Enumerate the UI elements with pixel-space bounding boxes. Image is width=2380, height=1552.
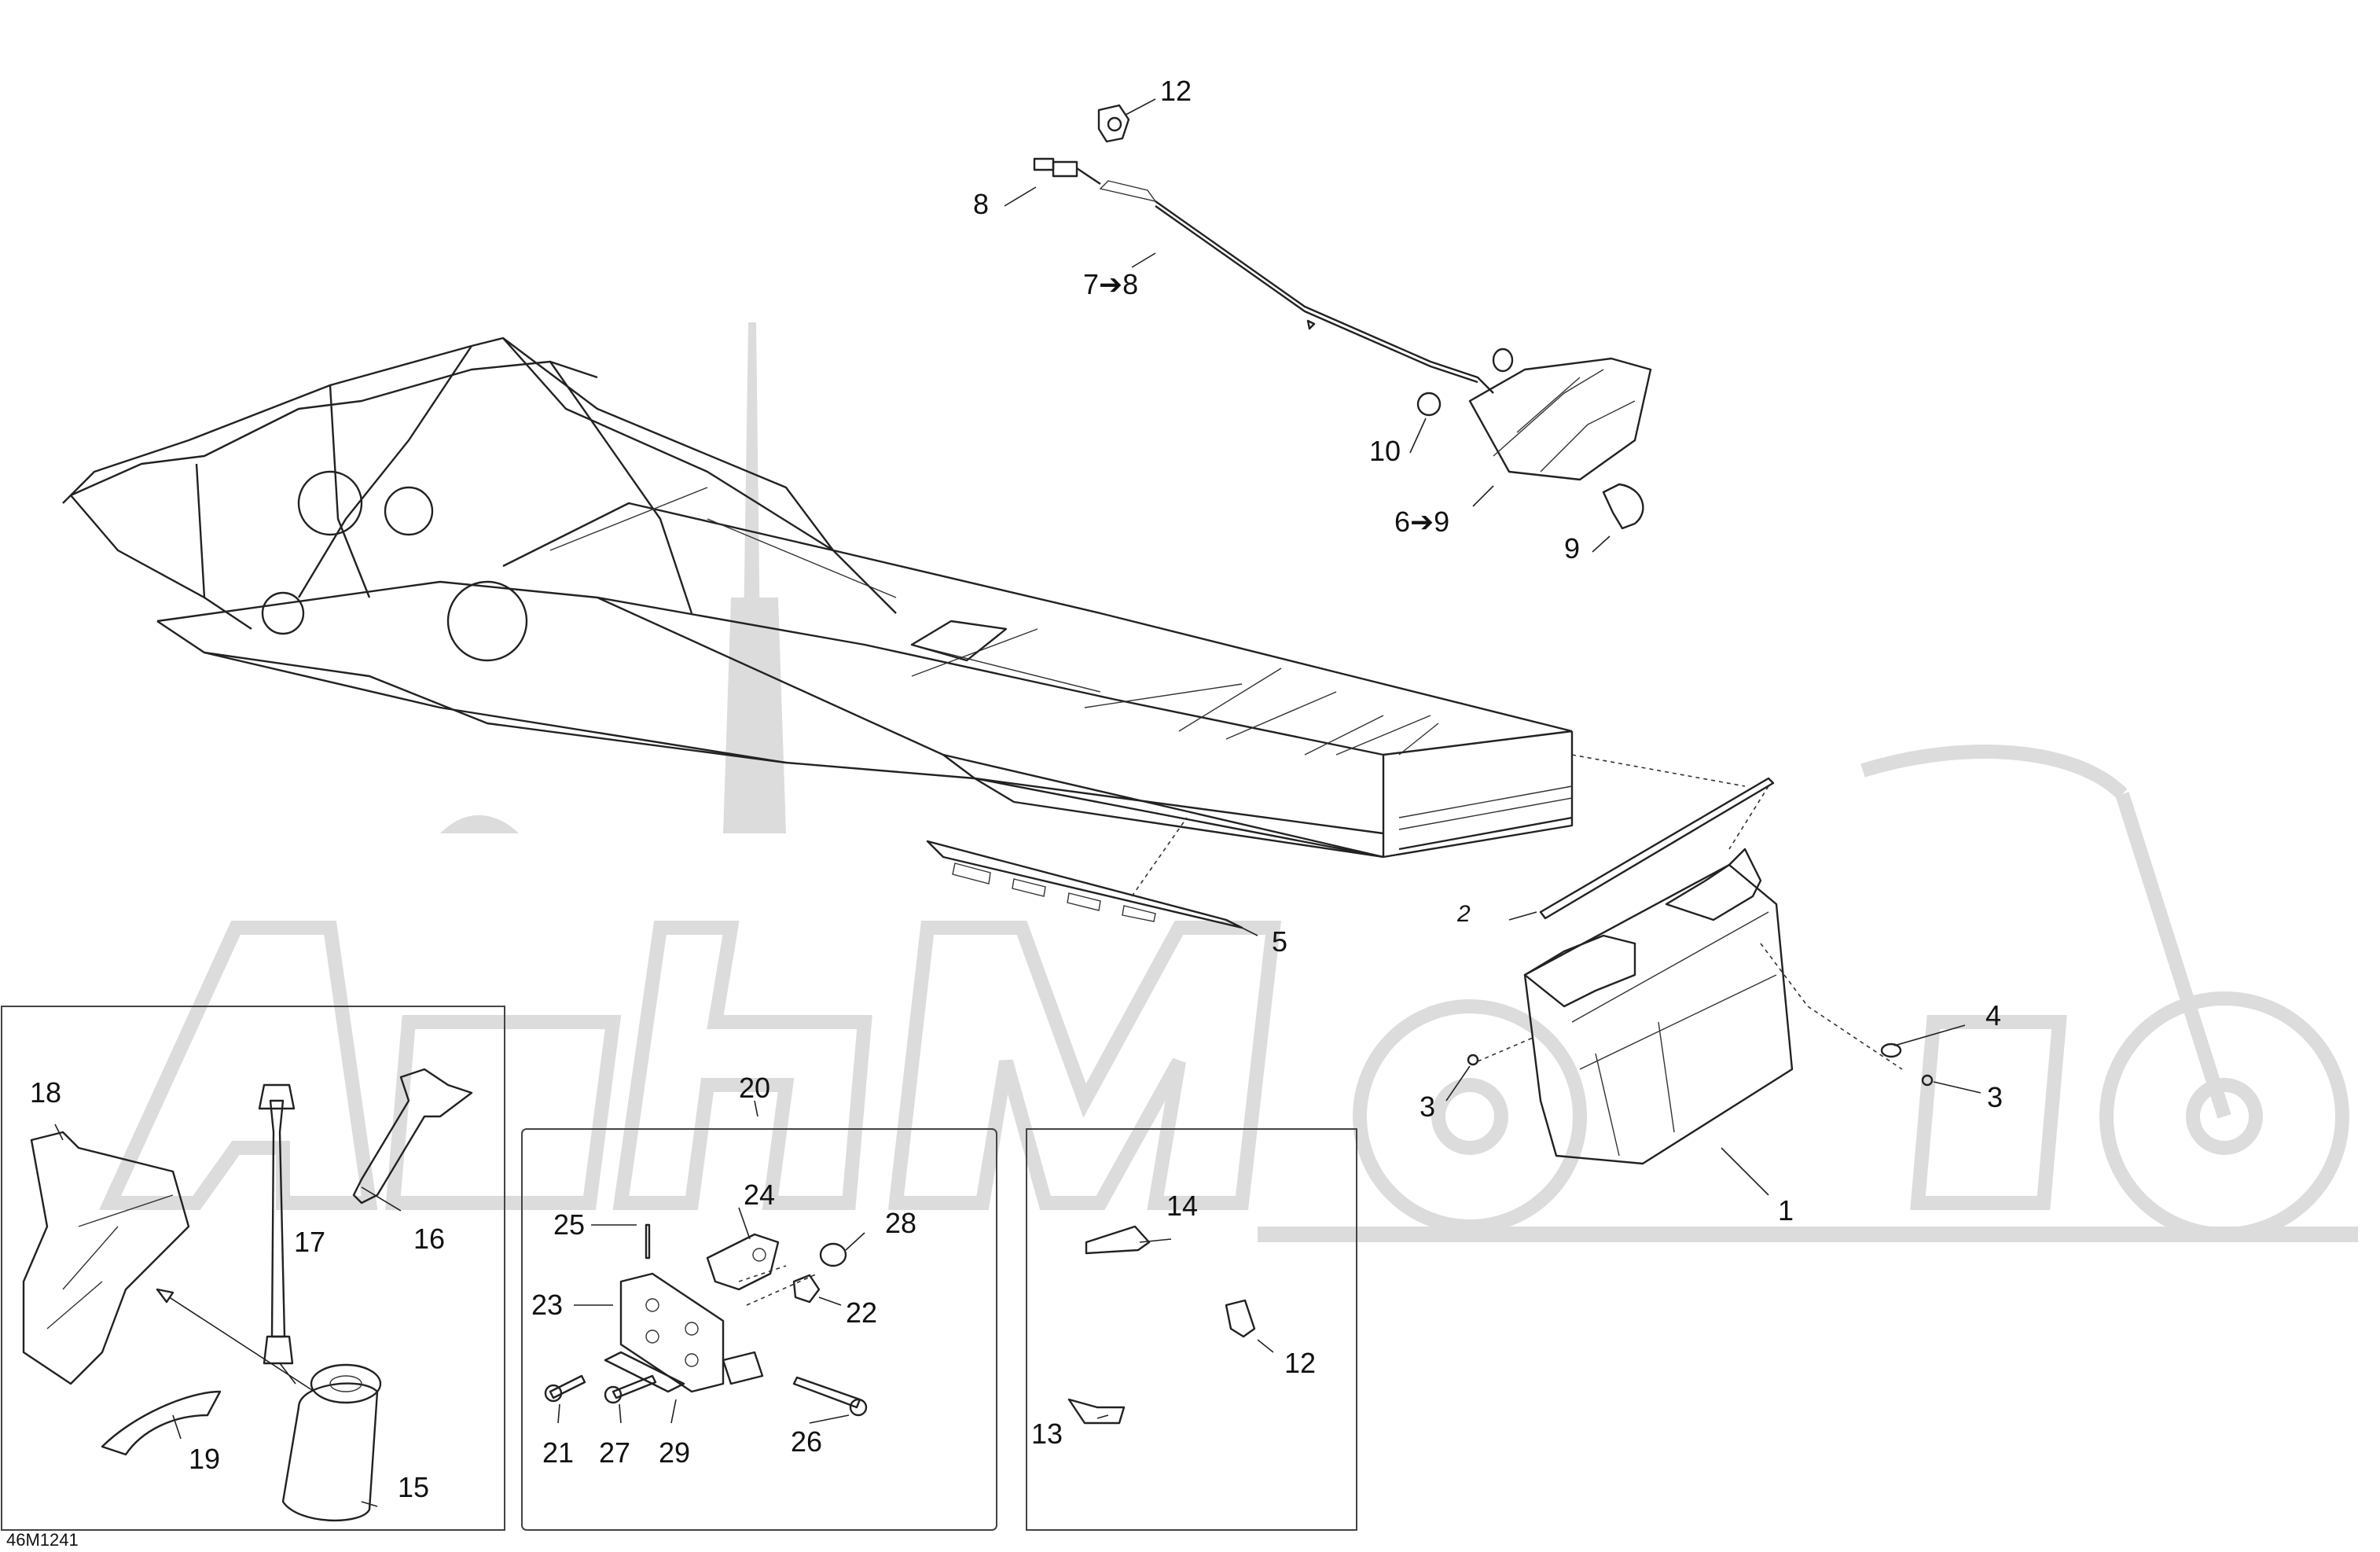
label-27: 27 [599,1436,630,1469]
label-6-9: 6➔9 [1394,506,1449,538]
label-12: 12 [1160,75,1192,107]
leader-lines [54,98,1981,1507]
tunnel-frame [62,337,1574,859]
decals-parts [1067,1225,1256,1425]
label-12-decal: 12 [1284,1347,1316,1379]
part-1-2-snowflap [1477,754,1903,1165]
label-10: 10 [1369,435,1401,467]
label-16: 16 [413,1223,445,1255]
label-9: 9 [1564,532,1580,565]
label-29: 29 [659,1436,690,1469]
toolkit-parts [22,1068,473,1522]
label-19: 19 [189,1443,220,1475]
label-28: 28 [885,1207,916,1239]
label-3-right: 3 [1987,1081,2003,1113]
toolkit-box [1,1006,505,1531]
label-21: 21 [542,1436,574,1469]
label-20: 20 [739,1072,770,1104]
decals-box [1026,1128,1357,1531]
bracket-parts [544,1223,868,1417]
label-2: 2 [1456,901,1471,927]
label-24: 24 [744,1179,775,1211]
label-13: 13 [1031,1418,1063,1450]
label-3-left: 3 [1420,1090,1435,1123]
label-23: 23 [531,1289,563,1321]
label-17: 17 [294,1226,325,1258]
taillight-assembly [1033,104,1652,530]
label-15: 15 [398,1471,429,1503]
label-14: 14 [1166,1190,1198,1222]
label-5: 5 [1272,925,1287,958]
diagram-code: 46M1241 [6,1530,79,1550]
label-18: 18 [30,1076,61,1109]
bracket-box [521,1128,997,1531]
label-7-8: 7➔8 [1083,268,1138,300]
watermark [98,322,2358,1242]
part-labels: 12 8 7➔8 10 6➔9 9 5 2 3 4 3 1 18 17 16 1… [6,75,2003,1550]
label-25: 25 [553,1208,585,1241]
label-8: 8 [973,188,989,220]
label-1: 1 [1778,1194,1794,1227]
label-4: 4 [1985,999,2001,1032]
part-5-strip [926,817,1243,929]
part-3-4-hardware [1467,1043,1934,1087]
label-22: 22 [846,1296,877,1329]
label-26: 26 [791,1425,822,1458]
